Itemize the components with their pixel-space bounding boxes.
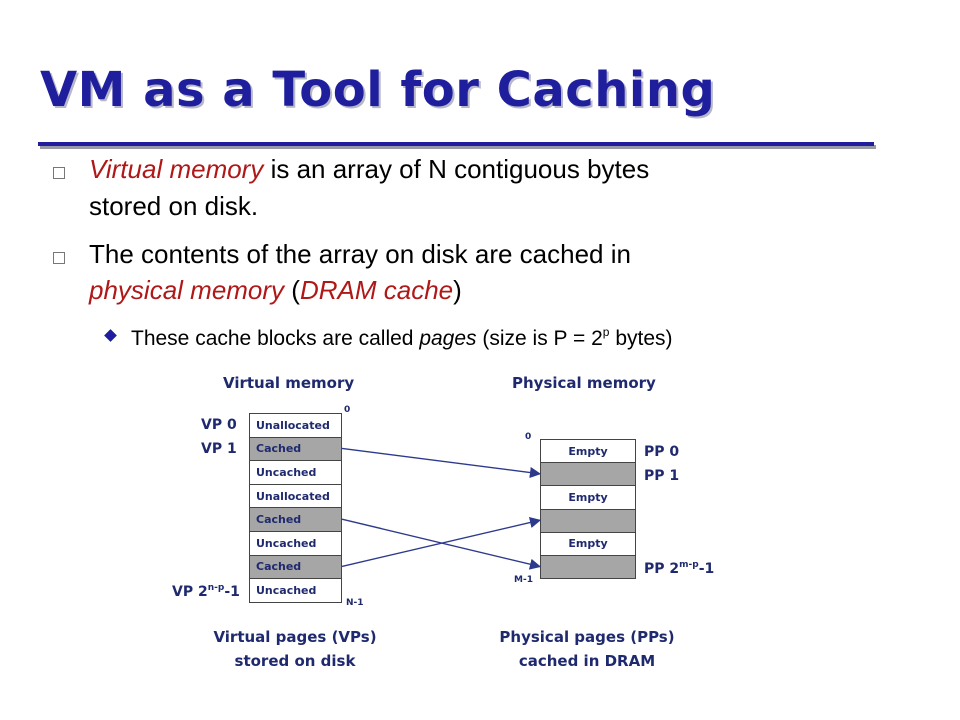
physical-axis-top: 0 [525,432,532,442]
sub-bullet-pages: These cache blocks are called pages (siz… [131,325,673,350]
vp-last-label: VP 2n-p-1 [172,583,240,600]
physical-page-cell: Empty [540,531,636,556]
virtual-page-cell: Unallocated [249,413,342,438]
virtual-pages-caption: Virtual pages (VPs) stored on disk [213,628,377,670]
mapping-arrow [341,517,542,568]
virtual-page-cell: Uncached [249,578,342,603]
physical-pages-caption: Physical pages (PPs) cached in DRAM [499,628,675,670]
vp1-label: VP 1 [201,441,237,457]
virtual-memory-heading: Virtual memory [223,374,355,392]
bullet-2-line-2: physical memory (DRAM cache) [89,275,462,305]
bullet-marker [53,167,65,179]
title-underline-shadow [40,145,876,149]
virtual-page-cell: Cached [249,554,342,580]
term-physical-memory: physical memory [89,275,285,305]
bullet-1-line-1: Virtual memory is an array of N contiguo… [89,154,650,184]
virtual-axis-bottom: N-1 [346,598,364,608]
virtual-page-cell: Cached [249,507,342,532]
term-virtual-memory: Virtual memory [89,154,264,184]
physical-axis-bottom: M-1 [514,575,533,585]
virtual-page-cell: Uncached [249,460,342,485]
mapping-arrow [341,447,542,479]
physical-page-cell [540,555,636,580]
virtual-page-cell: Cached [249,436,342,462]
bullet-1-line-2: stored on disk. [89,191,259,221]
bullet-marker [53,252,65,264]
virtual-axis-top: 0 [344,405,351,415]
title-underline [38,142,874,146]
physical-memory-heading: Physical memory [512,374,656,392]
vp0-label: VP 0 [201,417,237,433]
slide-title: VM as a Tool for Caching [40,62,716,118]
pp-last-label: PP 2m-p-1 [644,560,715,577]
pp0-label: PP 0 [644,444,680,460]
pp1-label: PP 1 [644,468,680,484]
term-dram-cache: DRAM cache [299,275,454,305]
bullet-2-line-1: The contents of the array on disk are ca… [89,239,631,269]
